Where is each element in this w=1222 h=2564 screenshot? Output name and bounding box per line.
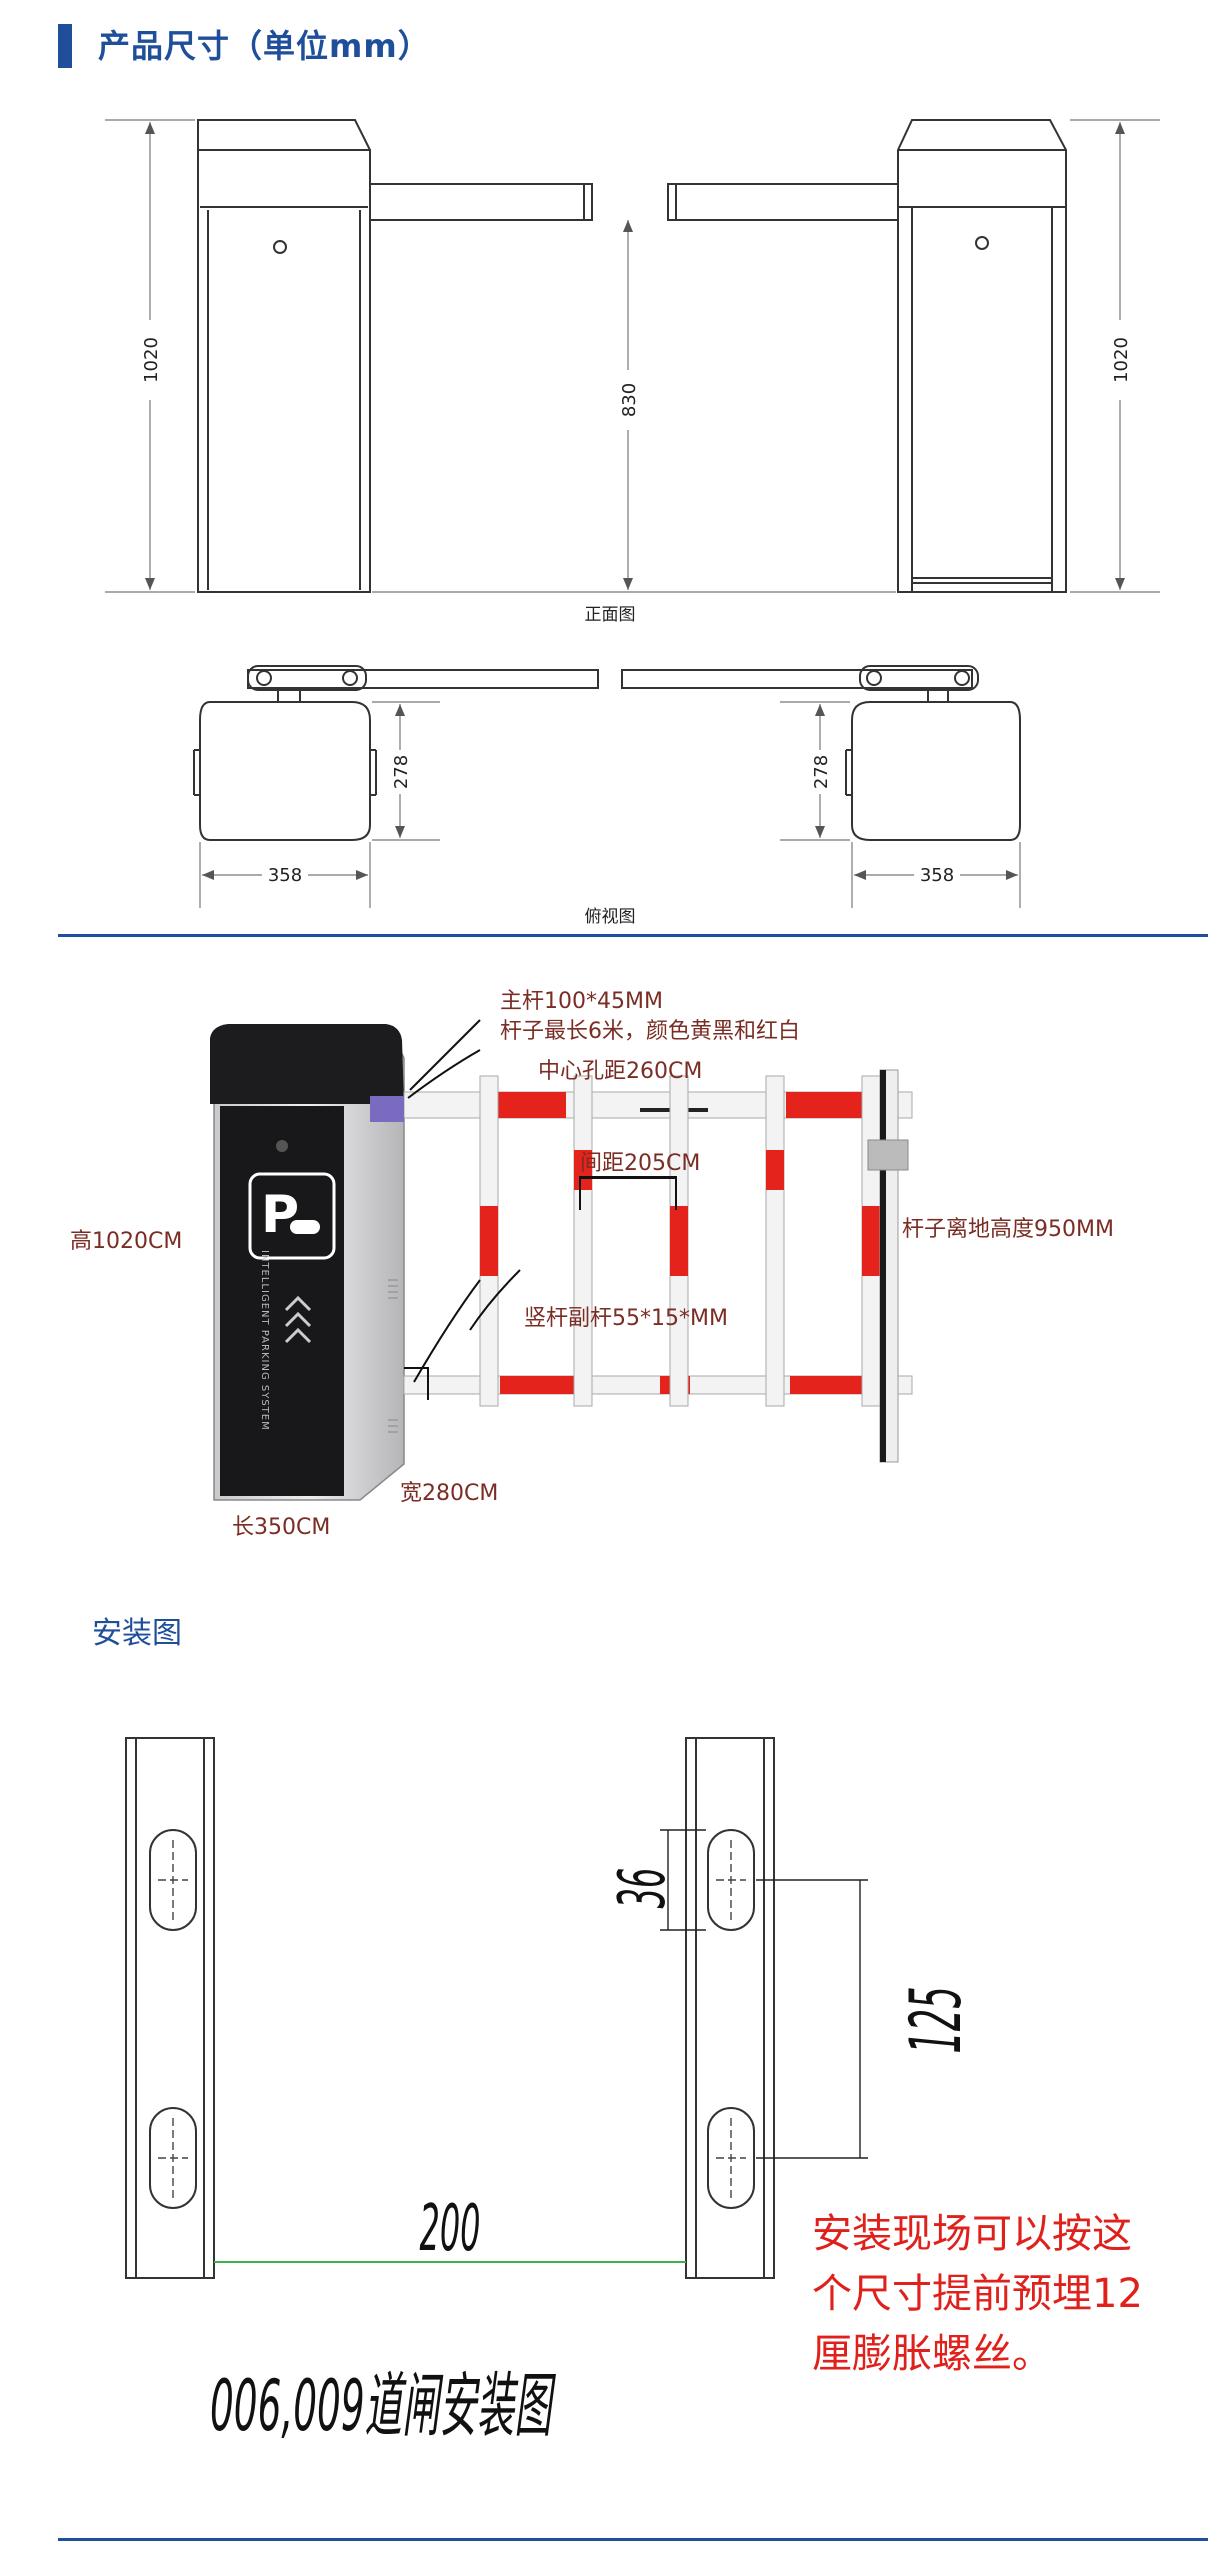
- install-dim-36: 36: [605, 1868, 680, 1909]
- top-view-drawing: 278 278 358 358: [193, 665, 1021, 908]
- label-height: 高1020CM: [70, 1229, 182, 1254]
- top-left-width-label: 358: [268, 865, 302, 886]
- footer-divider: [58, 2538, 1208, 2541]
- heading-accent-bar: [58, 24, 72, 68]
- label-width: 宽280CM: [400, 1481, 498, 1506]
- install-note: 安装现场可以按这个尺寸提前预埋12厘膨胀螺丝。: [812, 2211, 1143, 2377]
- product-photo: P INTELLIGENT PARKING SYSTEM: [70, 989, 1114, 1540]
- label-length: 长350CM: [232, 1515, 330, 1540]
- section-divider: [58, 934, 1208, 937]
- top-left-depth-label: 278: [391, 755, 412, 789]
- front-view-caption: 正面图: [584, 605, 636, 625]
- label-sub-bar: 竖杆副杆55*15*MM: [524, 1306, 728, 1331]
- install-section-title: 安装图: [92, 1616, 182, 1651]
- install-dim-125: 125: [895, 1986, 977, 2053]
- install-drawing-title: 006,009道闸安装图: [210, 2366, 556, 2447]
- front-arm-height-label: 830: [619, 383, 640, 417]
- top-right-depth-label: 278: [811, 755, 832, 789]
- install-dim-200: 200: [419, 2191, 480, 2266]
- section-title: 产品尺寸（单位mm）: [98, 27, 431, 65]
- label-ground-height: 杆子离地高度950MM: [902, 1217, 1114, 1242]
- top-view-caption: 俯视图: [584, 907, 636, 927]
- label-gap: 间距205CM: [580, 1151, 700, 1176]
- label-arm-length: 杆子最长6米，颜色黄黑和红白: [500, 1019, 800, 1044]
- front-view-drawing: 1020 1020 830: [105, 119, 1160, 593]
- label-main-arm: 主杆100*45MM: [500, 989, 663, 1014]
- parking-p-sign: P: [261, 1185, 299, 1245]
- front-right-height-label: 1020: [1111, 337, 1132, 383]
- install-drawing: 36 125 200 006,009道闸安装图: [125, 1737, 978, 2447]
- top-right-width-label: 358: [920, 865, 954, 886]
- cabinet-system-text: INTELLIGENT PARKING SYSTEM: [259, 1250, 270, 1431]
- label-hole-spacing: 中心孔距260CM: [538, 1059, 702, 1084]
- front-left-height-label: 1020: [141, 337, 162, 383]
